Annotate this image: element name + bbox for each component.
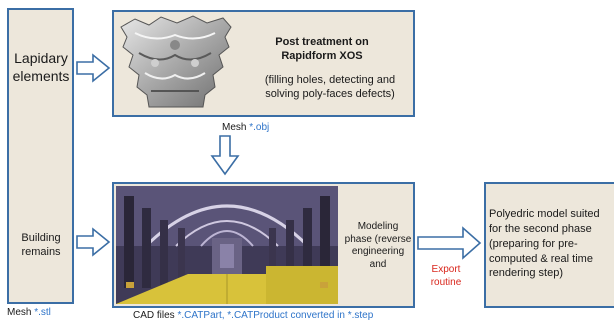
mesh-stl-label: Mesh *.stl bbox=[7, 307, 51, 320]
export-routine-label: Export routine bbox=[430, 264, 462, 288]
cad-files-prefix: CAD files bbox=[133, 310, 175, 321]
modeling-phase-text: Modeling phase (reverse engineering and bbox=[344, 221, 412, 270]
cad-formats: *.CATPart, *.CATProduct converted in *.s… bbox=[177, 310, 374, 321]
arrow-export-to-polyedric bbox=[417, 226, 482, 260]
building-remains-label: Building remains bbox=[21, 232, 61, 258]
polyedric-model-box bbox=[484, 182, 614, 308]
arrow-lapidary-to-post-treatment bbox=[76, 53, 111, 83]
arrow-building-to-modeling bbox=[76, 227, 111, 257]
church-interior-render-image bbox=[116, 186, 338, 304]
mesh-obj-label: Mesh *.obj bbox=[222, 122, 269, 135]
mesh-obj-extension: *.obj bbox=[249, 122, 270, 133]
post-treatment-description: (filling holes, detecting and solving po… bbox=[264, 74, 396, 100]
polyedric-model-text: Polyedric model suited for the second ph… bbox=[489, 208, 600, 280]
lapidary-elements-label: Lapidary elements bbox=[12, 50, 70, 84]
mesh-stl-prefix: Mesh bbox=[7, 307, 32, 318]
mesh-obj-prefix: Mesh bbox=[222, 122, 247, 133]
cad-files-label: CAD files *.CATPart, *.CATProduct conver… bbox=[133, 310, 373, 323]
arrow-post-treatment-to-modeling bbox=[210, 135, 240, 176]
left-column-box bbox=[7, 8, 74, 304]
post-treatment-title: Post treatment on Rapidform XOS bbox=[275, 36, 369, 62]
mesh-stl-extension: *.stl bbox=[34, 307, 51, 318]
capital-mesh-image bbox=[115, 13, 237, 114]
